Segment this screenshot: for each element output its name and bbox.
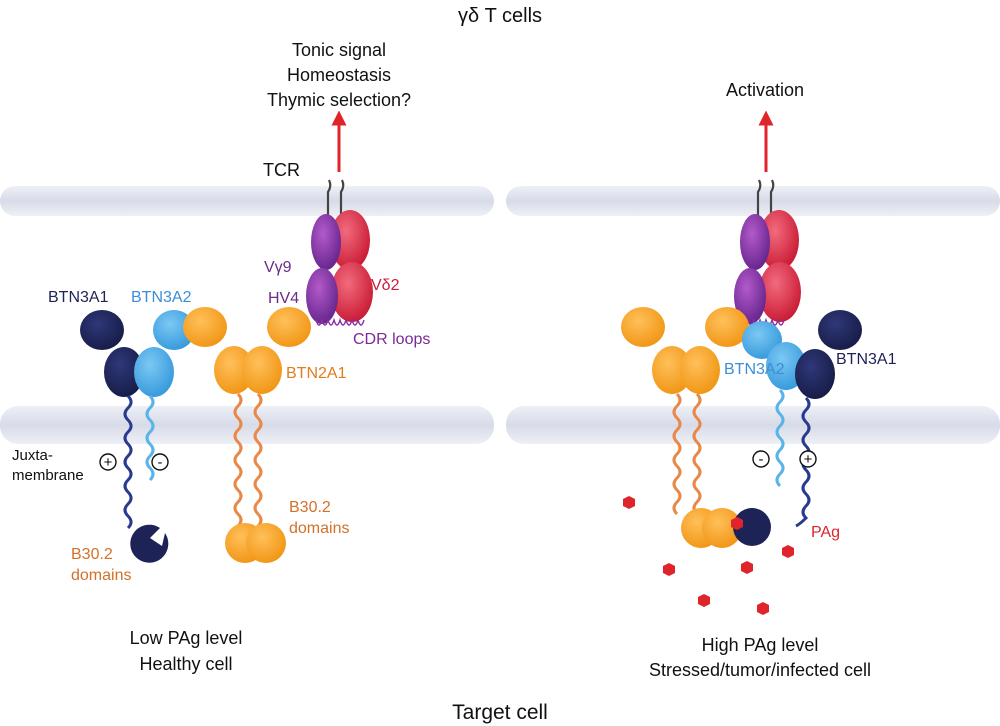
right-caption-2: Stressed/tumor/infected cell (649, 660, 871, 680)
tcr-delta-variable-right (759, 262, 801, 322)
btn2a1-igc-a (214, 346, 254, 394)
tcr-tail-gamma-right (756, 179, 762, 216)
btn2a1-igv-b-right (705, 307, 749, 347)
btn3a2-helix (145, 394, 155, 482)
btn2a1-igv-b (267, 307, 311, 347)
tcr-label: TCR (263, 160, 300, 180)
btn2a1-label: BTN2A1 (286, 365, 347, 382)
btn3a1-label-right: BTN3A1 (836, 351, 897, 368)
signal-line-2: Homeostasis (287, 65, 391, 85)
tcr-gamma-constant-right (740, 214, 770, 270)
tcr-delta-constant-right (759, 210, 799, 270)
pag-molecule (623, 496, 635, 509)
btn3a1-igv-right (818, 310, 862, 350)
b302-left-label-1: B30.2 (71, 546, 113, 563)
minus-charge-marker (151, 453, 169, 471)
btn2a1-helix-b (253, 392, 263, 528)
btn2a1-igv-a (183, 307, 227, 347)
vd2-label: Vδ2 (371, 277, 400, 294)
btn3a2-right (742, 321, 806, 488)
btn3a1-b302-domain (130, 524, 169, 563)
vg9-label: Vγ9 (264, 259, 292, 276)
btn3a1-igc-domain (104, 347, 144, 397)
tcr-gamma-constant (311, 214, 341, 270)
activation-label: Activation (726, 80, 804, 100)
btn3a2-label-right: BTN3A2 (724, 361, 785, 378)
btn2a1-helix-a (233, 392, 243, 528)
pag-molecule (731, 517, 743, 530)
pag-label: PAg (811, 524, 840, 541)
tcr-tail-delta-right (769, 179, 775, 216)
juxta-label-1: Juxta- (12, 447, 53, 464)
btn3a1-label: BTN3A1 (48, 289, 109, 306)
tcell-membrane-right (506, 186, 1000, 216)
pag-molecule (757, 602, 769, 615)
cdr-label: CDR loops (353, 331, 430, 348)
btn2a1-b302-b (246, 523, 286, 563)
btn2a1-left (183, 307, 311, 563)
minus-charge-marker-right (752, 450, 770, 468)
hv4-label: HV4 (268, 290, 299, 307)
tcr-tail-gamma (326, 179, 332, 216)
tcell-membrane-left (0, 186, 494, 216)
btn3a1-igv-domain (80, 310, 124, 350)
btn3a1-b302-right (733, 508, 771, 546)
b302-right-label-2: domains (289, 520, 349, 537)
plus-charge-sign: + (104, 454, 113, 471)
btn3a1-left (80, 310, 169, 563)
right-caption-1: High PAg level (702, 635, 819, 655)
btn2a1-igc-b-right (680, 346, 720, 394)
btn3a1-igc-right (795, 349, 835, 399)
btn2a1-igv-a-right (621, 307, 665, 347)
tcr-tail-delta (339, 179, 345, 216)
pag-molecule (741, 561, 753, 574)
btn2a1-igc-b (242, 346, 282, 394)
btn2a1-right (621, 307, 749, 548)
pag-molecule (782, 545, 794, 558)
cdr-loops (315, 317, 365, 326)
juxta-label-2: membrane (12, 467, 84, 484)
minus-charge-sign: - (158, 454, 163, 471)
minus-charge-sign-right: - (759, 451, 764, 468)
plus-charge-marker-right (799, 450, 817, 468)
btn3a2-label: BTN3A2 (131, 289, 192, 306)
pag-molecules (623, 496, 794, 615)
right-panel: Activation (621, 80, 897, 680)
tcr-delta-variable (331, 262, 373, 322)
bottom-title: Target cell (452, 701, 548, 724)
btn3a2-helix-right (775, 388, 785, 488)
tcr-gamma-variable-right (734, 268, 766, 324)
btn2a1-helix-b-right (692, 392, 702, 516)
plus-charge-marker (99, 453, 117, 471)
pag-molecule (698, 594, 710, 607)
left-caption-1: Low PAg level (130, 628, 243, 648)
pag-molecule (663, 563, 675, 576)
target-membrane-right (506, 406, 1000, 444)
signal-line-3: Thymic selection? (267, 90, 411, 110)
b302-right-label-1: B30.2 (289, 499, 331, 516)
target-membrane-left (0, 406, 494, 444)
left-panel: Tonic signal Homeostasis Thymic selectio… (12, 40, 430, 674)
left-caption-2: Healthy cell (139, 654, 232, 674)
plus-charge-sign-right: + (804, 451, 813, 468)
b302-left-label-2: domains (71, 567, 131, 584)
btn2a1-b302-b-right (702, 508, 742, 548)
tcr-complex-right (734, 210, 801, 326)
tcr-complex (306, 210, 373, 326)
tcr-gamma-variable (306, 268, 338, 324)
signal-line-1: Tonic signal (292, 40, 386, 60)
btn3a2-igc-domain (134, 347, 174, 397)
btn2a1-helix-a-right (672, 392, 682, 516)
btn3a1-helix (123, 394, 133, 530)
btn2a1-igc-a-right (652, 346, 692, 394)
top-title: γδ T cells (458, 5, 542, 27)
membranes (0, 186, 1000, 444)
tcr-delta-constant (330, 210, 370, 270)
